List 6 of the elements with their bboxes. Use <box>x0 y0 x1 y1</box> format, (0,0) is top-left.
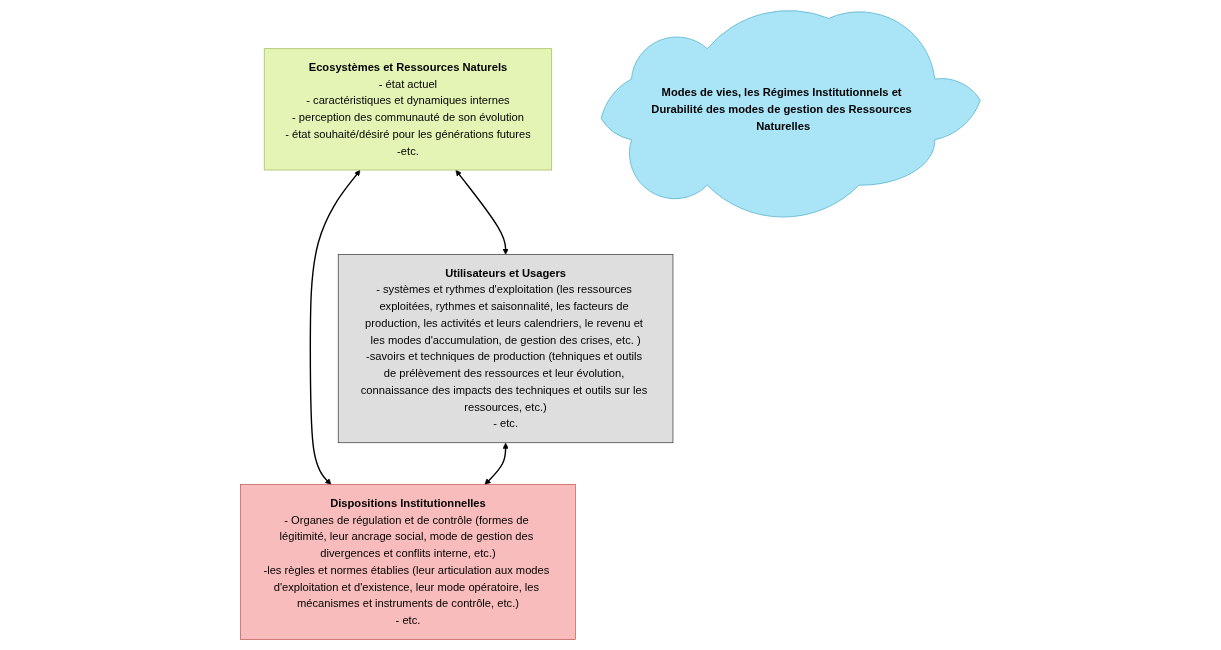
node-box: Dispositions Institutionnelles - Organes de régulation et de contrôle (formes de légitimité, leur ancrage social, mode de gestion des divergences et conflits interne, etc.) -les règles et normes établies (leur articulation aux modes d'exploitation et d'existence, leur mode opératoire, les mécanismes et instruments de contrôle, etc.) - etc. <box>240 484 576 640</box>
arrow <box>309 169 361 485</box>
node-box: Ecosystèmes et Ressources Naturels - état actuel - caractéristiques et dynamiques internes - perception des communauté de son évolution - état souhaité/désiré pour les générations futures -etc. <box>263 48 553 171</box>
arrow <box>455 169 509 255</box>
arrow <box>484 442 509 485</box>
node-box: Utilisateurs et Usagers - systèmes et rythmes d'exploitation (les ressources exploitées, rythmes et saisonnalité, les facteurs de production, les activités et leurs calendriers, le revenu et les modes d'accumulation, de gestion des crises, etc. ) -savoirs et techniques de production (tehniques et outils de prélèvement des ressources et leur évolution, connaissance des impacts des techniques et outils sur les ressources, etc.) - etc. <box>337 254 674 444</box>
